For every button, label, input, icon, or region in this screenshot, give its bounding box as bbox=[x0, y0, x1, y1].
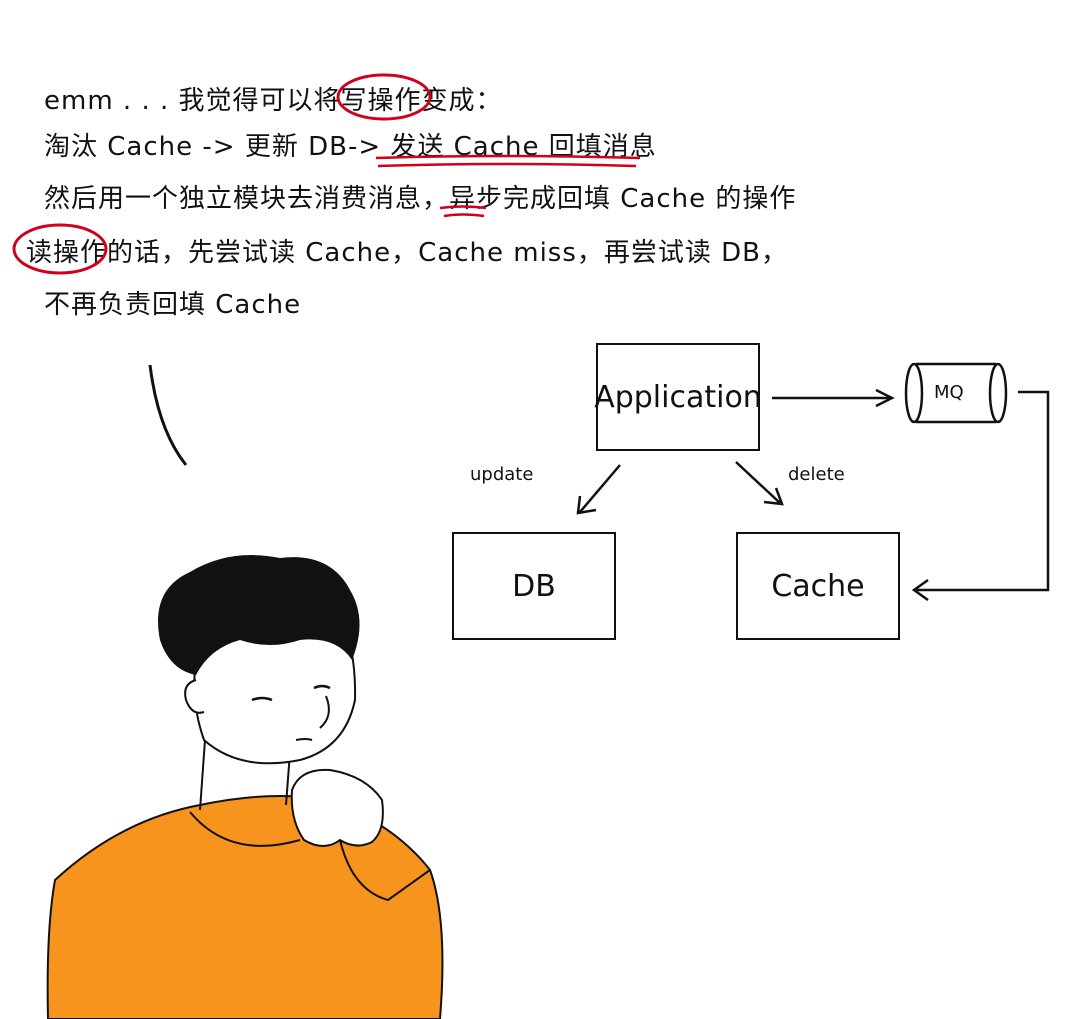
edge-label-update: update bbox=[470, 464, 534, 485]
left-eye bbox=[251, 696, 273, 702]
db-node: DB bbox=[452, 532, 616, 640]
arrow-app-to-db bbox=[576, 464, 621, 515]
collar bbox=[189, 811, 301, 847]
nose bbox=[319, 695, 330, 729]
speech-stroke bbox=[148, 364, 188, 466]
arm bbox=[339, 839, 431, 902]
mq-label: MQ bbox=[934, 382, 964, 403]
shirt bbox=[46, 795, 444, 1019]
arrow-mq-to-cache bbox=[911, 390, 1050, 602]
application-node: Application bbox=[594, 343, 762, 451]
underline-annotation-4 bbox=[443, 213, 485, 218]
cache-node: Cache bbox=[736, 532, 900, 640]
underline-annotation-3 bbox=[439, 205, 487, 210]
edge-label-delete: delete bbox=[788, 464, 845, 485]
mq-cylinder bbox=[904, 362, 1008, 424]
ear bbox=[184, 679, 205, 714]
text-line-5: 不再负责回填 Cache bbox=[44, 290, 302, 320]
application-label: Application bbox=[594, 379, 762, 415]
arrow-app-to-mq bbox=[772, 388, 895, 408]
person-illustration bbox=[46, 555, 444, 1019]
text-line-4: 读操作的话，先尝试读 Cache，Cache miss，再尝试读 DB， bbox=[26, 238, 789, 268]
db-label: DB bbox=[512, 568, 556, 604]
cache-label: Cache bbox=[771, 568, 865, 604]
underline-annotation-1 bbox=[375, 154, 641, 160]
right-eye bbox=[313, 684, 331, 690]
underline-annotation-2 bbox=[377, 162, 637, 168]
text-line-3: 然后用一个独立模块去消费消息，异步完成回填 Cache 的操作 bbox=[44, 184, 797, 214]
face bbox=[193, 629, 357, 765]
text-line-1: emm . . . 我觉得可以将写操作变成： bbox=[44, 86, 503, 116]
arrows bbox=[576, 388, 1050, 602]
hair bbox=[158, 555, 360, 675]
hand bbox=[290, 768, 384, 847]
mouth bbox=[295, 738, 313, 741]
arrow-app-to-cache bbox=[735, 461, 784, 506]
circle-annotation-write bbox=[336, 73, 432, 121]
circle-annotation-read bbox=[12, 223, 108, 275]
